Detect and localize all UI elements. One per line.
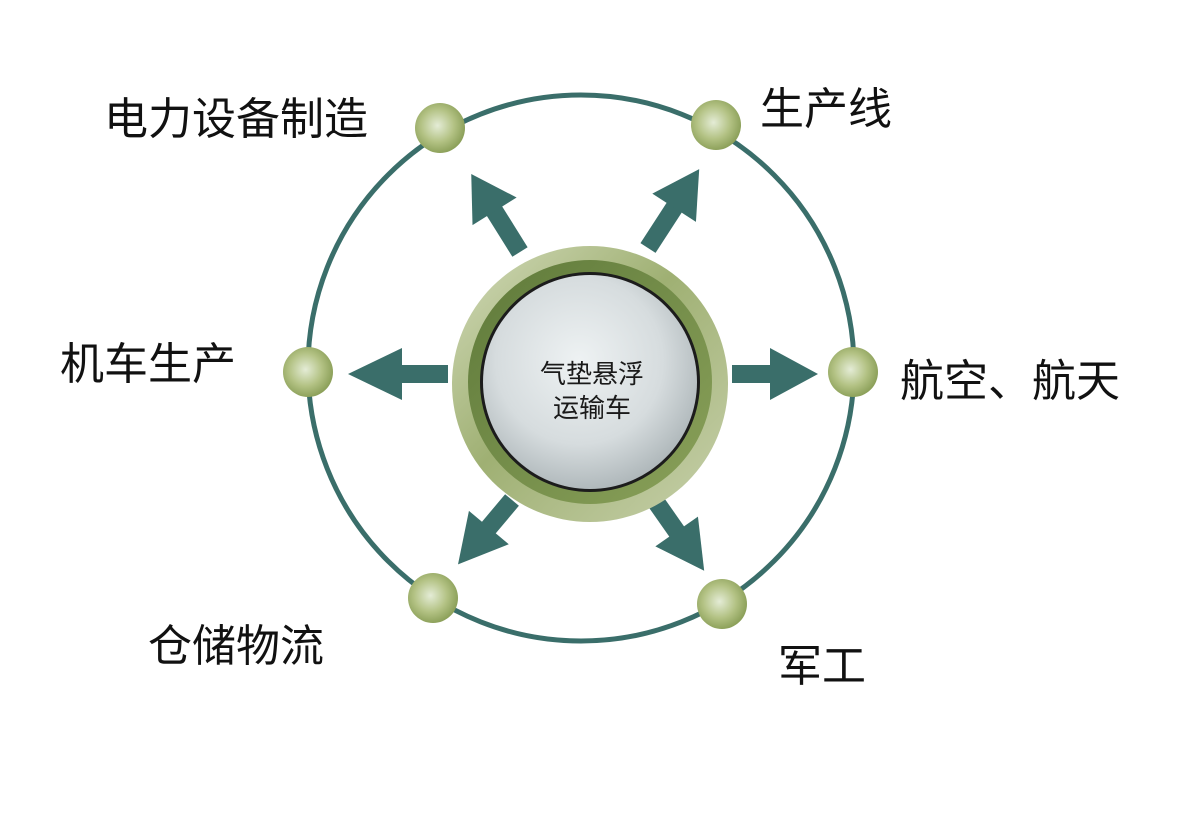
center-label: 气垫悬浮 运输车: [492, 358, 692, 426]
label-locomotive: 机车生产: [60, 339, 236, 390]
node-lower-left: [408, 573, 458, 623]
arrow-icon-upper-right: [640, 169, 700, 253]
center-label-line1: 气垫悬浮: [539, 360, 644, 390]
node-lower-right: [697, 579, 747, 629]
arrow-icon-left: [348, 348, 448, 400]
label-production-line: 生产线: [760, 84, 892, 135]
node-left: [283, 347, 333, 397]
arrow-icon-lower-left: [458, 494, 519, 565]
center-hub: [452, 246, 728, 522]
label-power-equipment: 电力设备制造: [104, 94, 368, 145]
label-warehouse-logistics: 仓储物流: [148, 621, 324, 672]
arrow-icon-upper-left: [471, 173, 528, 257]
label-aerospace: 航空、航天: [900, 356, 1120, 407]
arrow-icon-lower-right: [648, 496, 705, 571]
center-label-line2: 运输车: [552, 394, 631, 424]
arrows: [348, 169, 818, 571]
node-right: [828, 347, 878, 397]
arrow-icon-right: [732, 348, 818, 400]
node-upper-right: [691, 100, 741, 150]
label-military: 军工: [778, 641, 866, 692]
nodes: [283, 100, 878, 629]
node-upper-left: [415, 103, 465, 153]
